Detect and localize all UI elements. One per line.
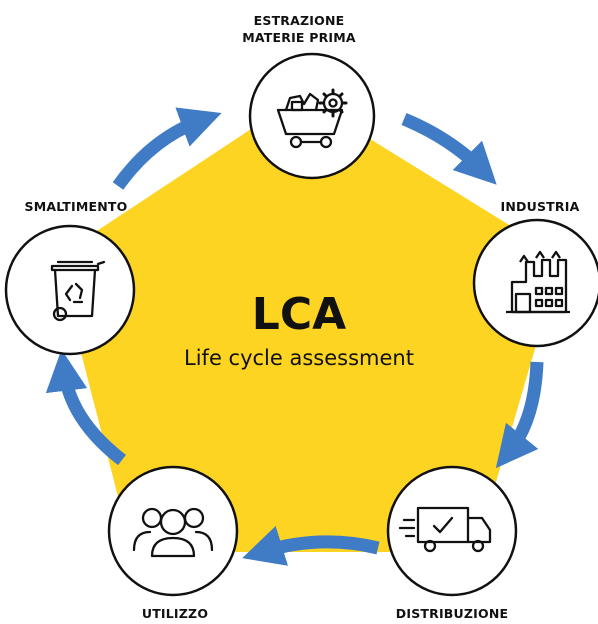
- arrow-industry-to-distribution: [495, 361, 544, 469]
- stage-circles: [4, 52, 598, 597]
- label-distribution: DISTRIBUZIONE: [395, 606, 509, 621]
- label-extraction: ESTRAZIONE MATERIE PRIMA: [199, 12, 399, 46]
- label-use: UTILIZZO: [141, 606, 209, 621]
- arrow-use-to-disposal: [45, 349, 126, 466]
- people-group-icon: [132, 507, 214, 558]
- stage-circle-industry: [472, 218, 598, 348]
- diagram-subtitle: Life cycle assessment: [184, 346, 414, 370]
- diagram-title: LCA: [251, 289, 347, 340]
- stage-circle-extraction: [248, 52, 376, 180]
- mine-cart-gear-icon: [276, 88, 348, 149]
- arrow-extraction-to-industry: [401, 112, 497, 185]
- arrow-distribution-to-use: [242, 525, 380, 566]
- cycle-arrows: [45, 107, 544, 566]
- label-disposal: SMALTIMENTO: [24, 199, 128, 214]
- factory-icon: [506, 250, 570, 314]
- stage-circle-use: [107, 465, 239, 597]
- label-industry: INDUSTRIA: [500, 199, 580, 214]
- label-extraction-line2: MATERIE PRIMA: [242, 30, 356, 45]
- recycle-bin-icon: [50, 260, 106, 322]
- arrow-disposal-to-extraction: [112, 107, 222, 190]
- label-extraction-line1: ESTRAZIONE: [253, 13, 345, 28]
- stage-circle-distribution: [386, 465, 518, 597]
- delivery-truck-icon: [398, 506, 492, 553]
